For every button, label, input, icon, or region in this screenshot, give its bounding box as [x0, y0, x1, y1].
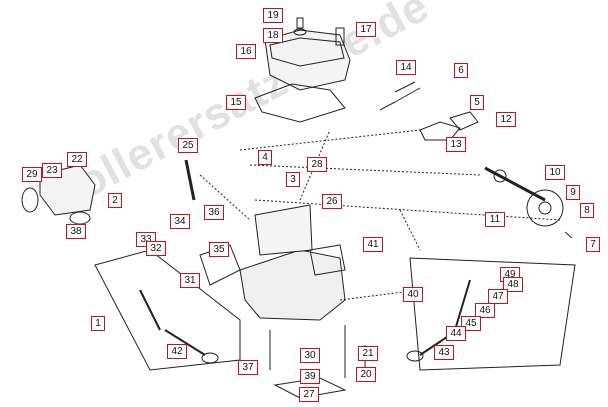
plug	[335, 27, 345, 46]
callout-27: 27	[299, 387, 319, 402]
callout-35: 35	[209, 242, 229, 257]
callout-7: 7	[586, 237, 600, 252]
callout-25: 25	[178, 138, 198, 153]
callout-19: 19	[263, 8, 283, 23]
rocker-shaft-b	[394, 81, 416, 93]
valve-cover	[264, 29, 351, 91]
o-ring	[69, 211, 91, 225]
callout-13: 13	[446, 137, 466, 152]
valve-spring-left	[139, 289, 161, 331]
callout-1: 1	[91, 316, 105, 331]
cover-gasket	[254, 83, 346, 123]
callout-4: 4	[258, 150, 272, 165]
callout-28: 28	[307, 157, 327, 172]
hose-clamp	[21, 187, 39, 213]
valve-head-right	[406, 350, 424, 362]
head-top	[254, 204, 313, 256]
callout-22: 22	[67, 152, 87, 167]
callout-5: 5	[470, 95, 484, 110]
callout-16: 16	[236, 44, 256, 59]
callout-34: 34	[170, 214, 190, 229]
callout-9: 9	[566, 185, 580, 200]
rocker-arm-2	[449, 111, 479, 131]
cylinder-head	[239, 249, 346, 321]
spark-plug	[184, 159, 196, 201]
valve-head-left	[201, 352, 219, 364]
callout-40: 40	[403, 287, 423, 302]
callout-47: 47	[488, 289, 508, 304]
callout-10: 10	[545, 165, 565, 180]
callout-29: 29	[22, 167, 42, 182]
washer	[293, 28, 307, 36]
callout-43: 43	[434, 345, 454, 360]
callout-26: 26	[322, 194, 342, 209]
callout-8: 8	[580, 203, 594, 218]
callout-15: 15	[226, 95, 246, 110]
callout-23: 23	[42, 163, 62, 178]
camshaft	[484, 166, 546, 202]
frame-left	[94, 249, 241, 371]
callout-41: 41	[363, 237, 383, 252]
cam-holder	[309, 244, 346, 276]
callout-21: 21	[358, 346, 378, 361]
callout-46: 46	[475, 303, 495, 318]
valve-spring-right	[454, 279, 471, 331]
callout-36: 36	[204, 205, 224, 220]
callout-3: 3	[286, 172, 300, 187]
sprocket	[526, 189, 564, 227]
callout-38: 38	[66, 224, 86, 239]
callout-17: 17	[356, 22, 376, 37]
valve-left	[164, 329, 206, 356]
callout-12: 12	[496, 112, 516, 127]
callout-18: 18	[263, 28, 283, 43]
callout-30: 30	[300, 348, 320, 363]
callout-39: 39	[300, 369, 320, 384]
callout-42: 42	[167, 344, 187, 359]
valve-cover-ridge	[269, 37, 345, 67]
callout-11: 11	[485, 212, 505, 227]
callout-31: 31	[180, 273, 200, 288]
callout-14: 14	[396, 60, 416, 75]
leader-lines	[199, 129, 561, 301]
callout-6: 6	[454, 63, 468, 78]
callout-48: 48	[503, 277, 523, 292]
callout-45: 45	[461, 316, 481, 331]
rocker-shaft-a	[379, 87, 421, 111]
rocker-arm	[419, 121, 461, 141]
callout-37: 37	[238, 360, 258, 375]
cam-lobe	[493, 169, 507, 183]
sprocket-hub	[538, 201, 552, 215]
callout-20: 20	[356, 367, 376, 382]
callout-32: 32	[146, 241, 166, 256]
frame-right	[409, 257, 576, 371]
bolt-top	[296, 17, 304, 29]
callout-44: 44	[446, 326, 466, 341]
callout-2: 2	[108, 193, 122, 208]
bolt-right	[564, 231, 573, 239]
